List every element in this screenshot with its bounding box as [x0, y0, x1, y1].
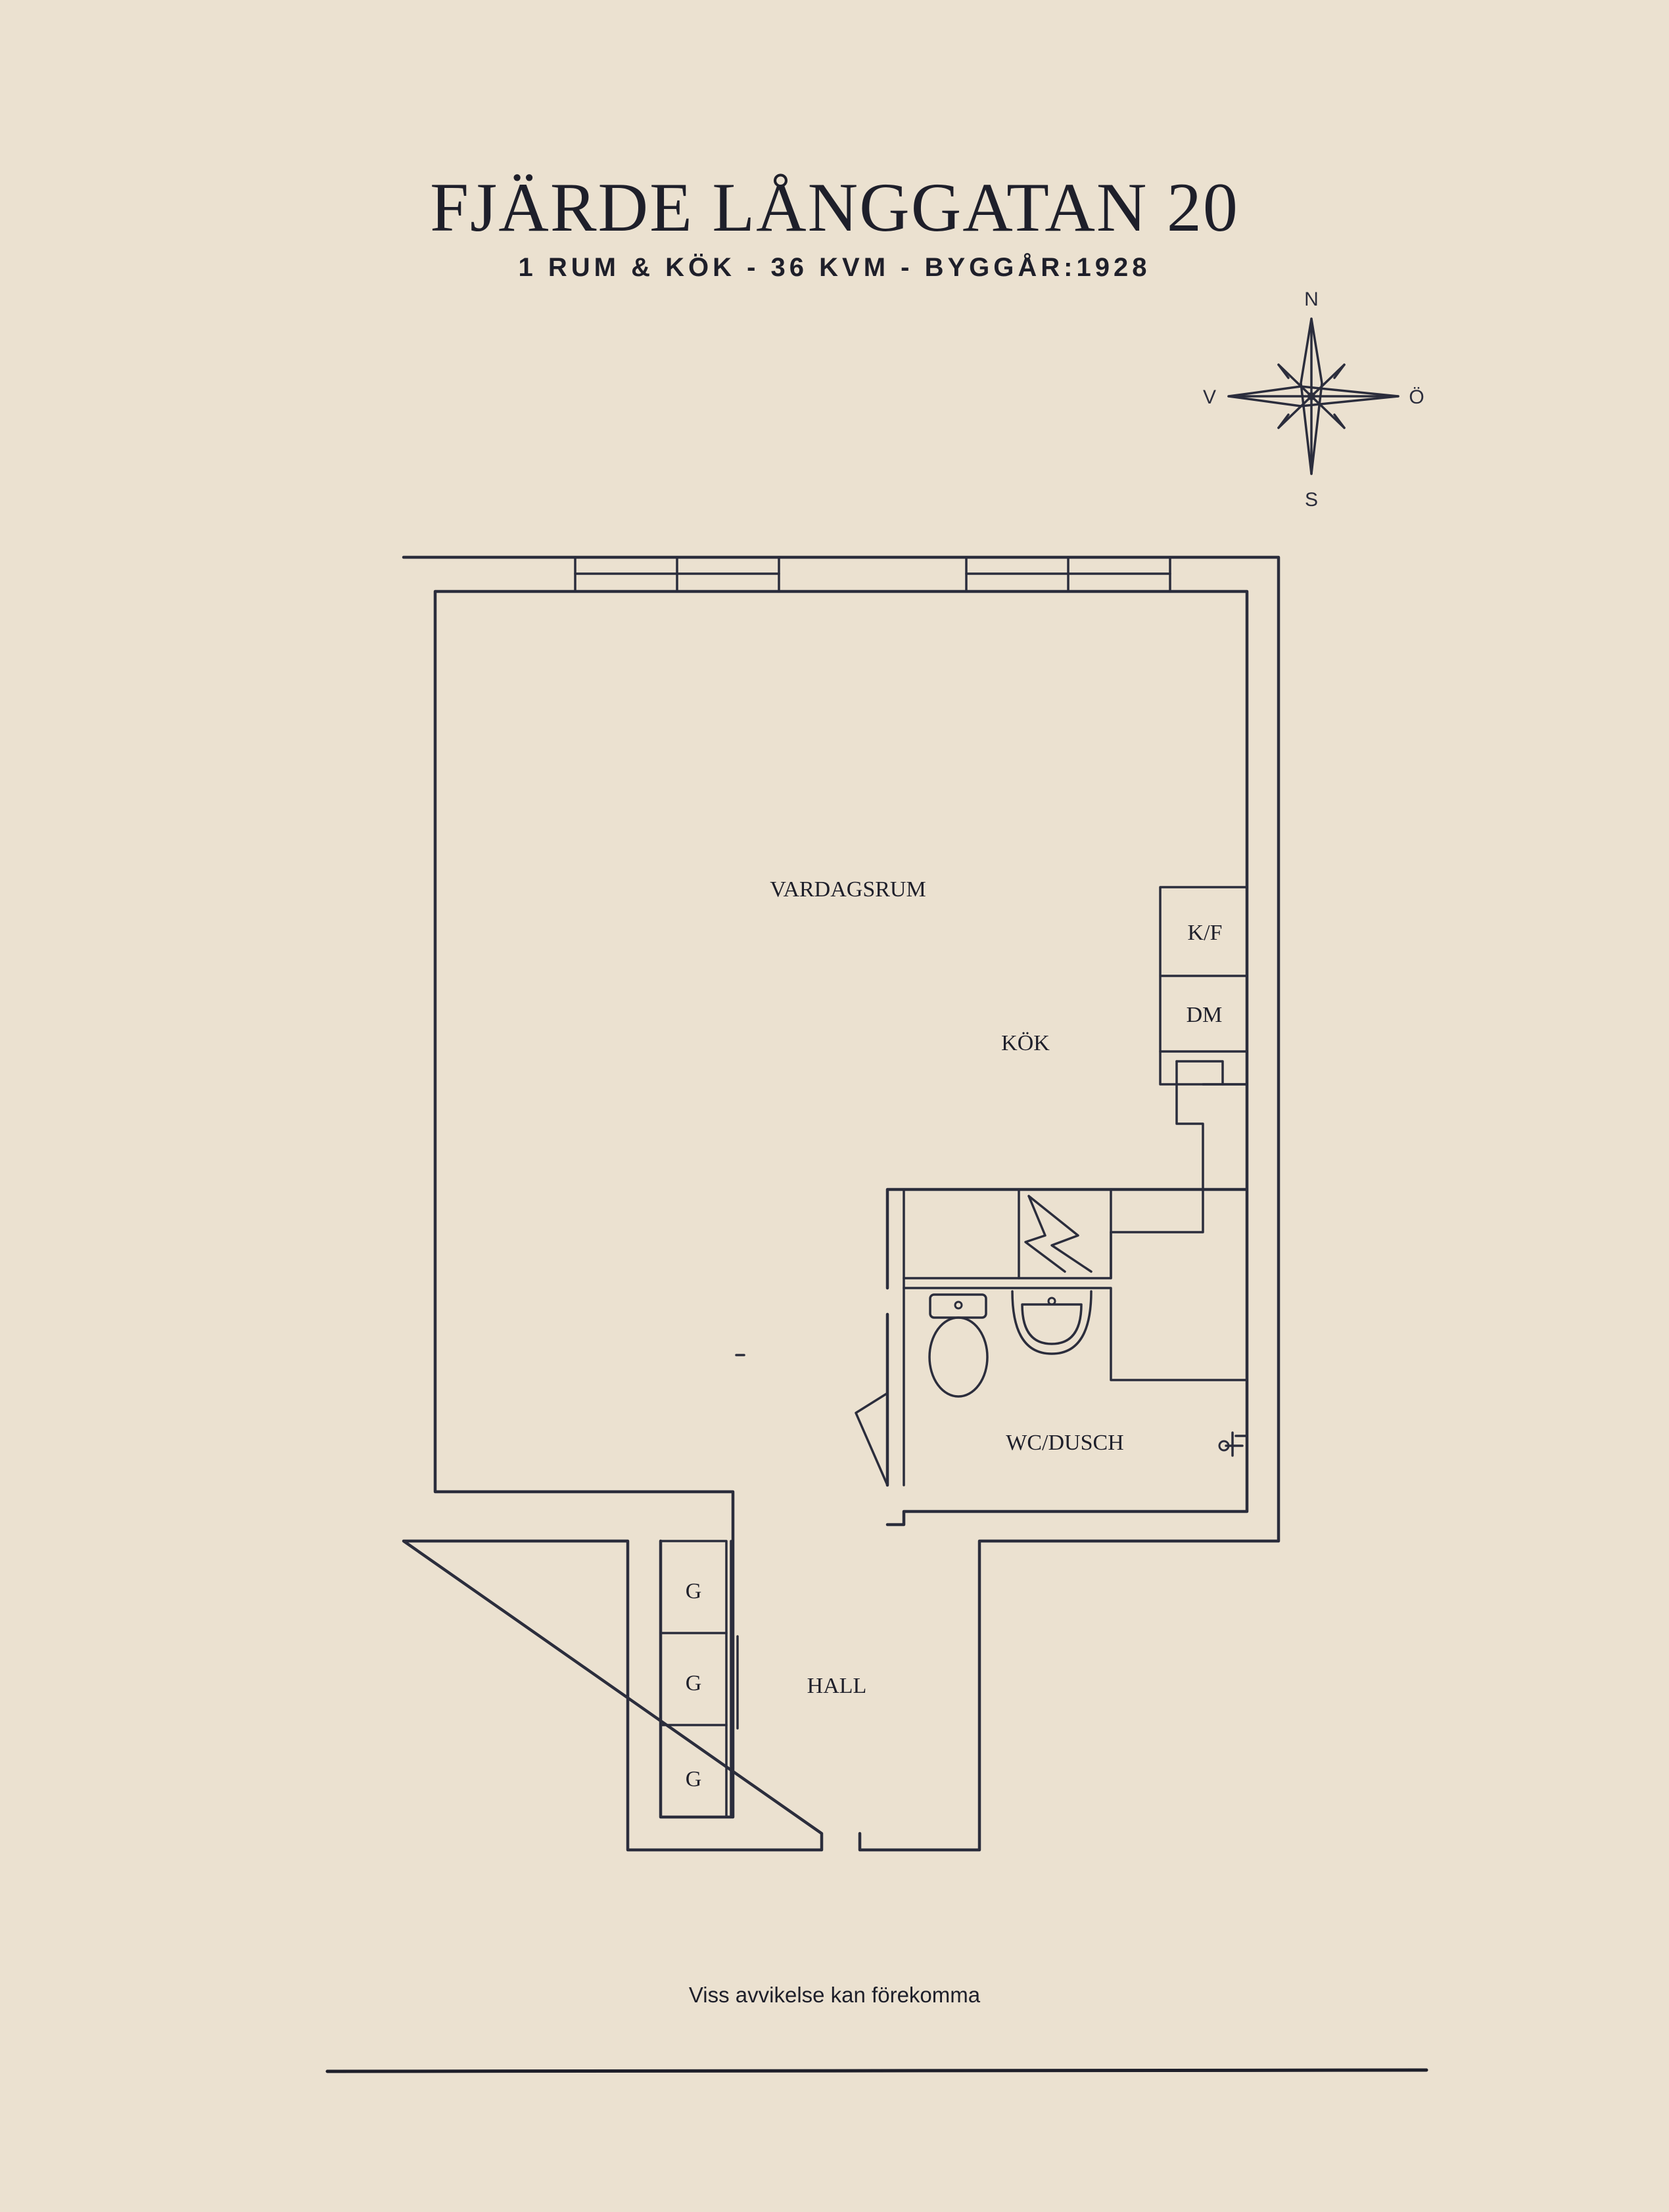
- page-title: FJÄRDE LÅNGGATAN 20: [430, 169, 1239, 246]
- bathroom-fixtures: [855, 1277, 1248, 1486]
- kitchen-counter: [903, 886, 1248, 1279]
- label-wardrobe-3: G: [686, 1767, 702, 1791]
- bathroom-door: [855, 1392, 889, 1486]
- hall-wardrobes: [659, 1540, 739, 1818]
- inner-wall: [433, 589, 1249, 1819]
- sink-icon: [1011, 1290, 1093, 1355]
- footer-divider: [325, 2068, 1428, 2073]
- toilet-icon: [928, 1316, 989, 1398]
- compass-rose-icon: N S Ö V: [1203, 288, 1424, 511]
- room-label-kok: KÖK: [1001, 1031, 1050, 1055]
- room-label-hall: HALL: [807, 1674, 867, 1698]
- label-dm: DM: [1187, 1003, 1223, 1027]
- compass-north: N: [1304, 288, 1319, 310]
- compass-east: Ö: [1409, 386, 1424, 408]
- room-label-wc-dusch: WC/DUSCH: [1006, 1431, 1123, 1455]
- top-windows: [574, 556, 1171, 593]
- disclaimer-text: Viss avvikelse kan förekomma: [688, 1983, 981, 2007]
- label-wardrobe-1: G: [686, 1579, 702, 1603]
- room-label-vardagsrum: VARDAGSRUM: [770, 877, 926, 902]
- toilet-tank-icon: [929, 1293, 987, 1319]
- compass-south: S: [1305, 489, 1318, 511]
- compass-west: V: [1203, 386, 1216, 408]
- label-kf: K/F: [1188, 921, 1223, 945]
- outer-wall: [402, 555, 1281, 1852]
- page-subtitle: 1 RUM & KÖK - 36 KVM - BYGGÅR:1928: [518, 253, 1151, 282]
- label-wardrobe-2: G: [686, 1671, 702, 1695]
